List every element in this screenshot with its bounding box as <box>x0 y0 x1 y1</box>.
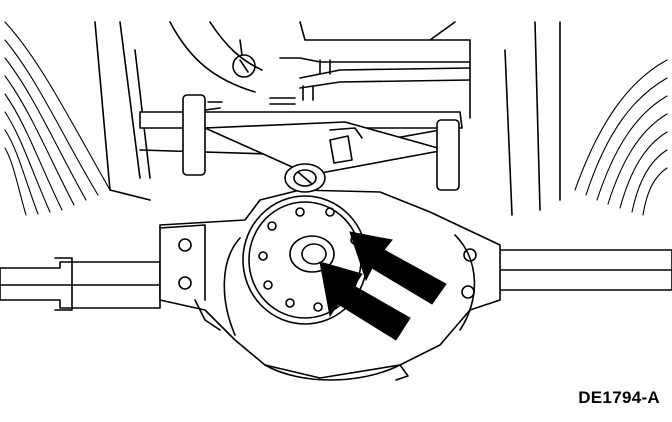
lower-outline <box>395 364 409 381</box>
callout-arrow-lower <box>319 261 411 341</box>
left-wheel-well <box>4 21 151 216</box>
brake-lines <box>169 21 471 119</box>
axle-tube-left <box>0 257 161 311</box>
axle-tube-right <box>489 249 672 291</box>
callout-arrow-upper <box>349 231 447 305</box>
crossmember <box>139 94 463 191</box>
right-wheel-well <box>504 21 668 216</box>
figure-caption: DE1794-A <box>578 388 660 407</box>
pinion-flange <box>284 163 326 193</box>
